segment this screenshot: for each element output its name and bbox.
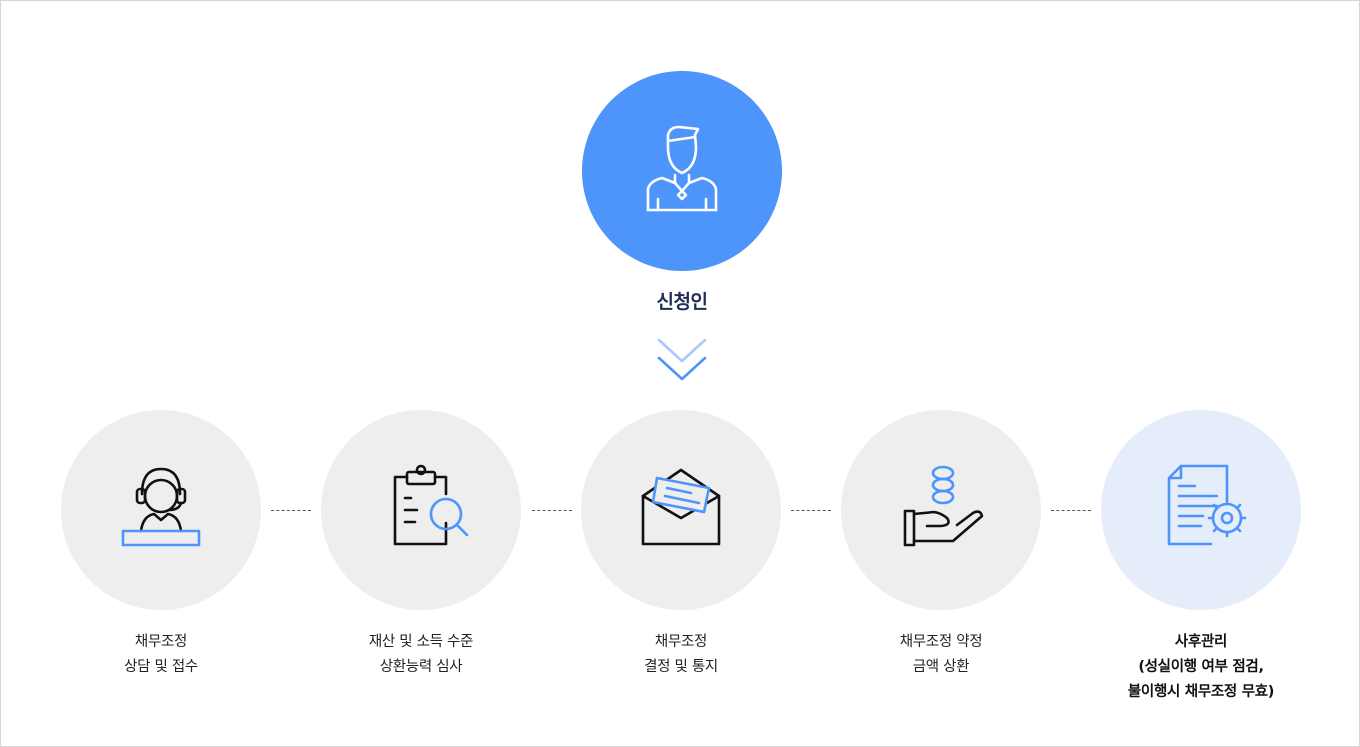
step-circle-decision — [581, 410, 781, 610]
headset-agent-icon — [121, 467, 201, 547]
clipboard-search-icon — [393, 464, 469, 546]
step-label-review: 재산 및 소득 수준 상환능력 심사 — [301, 630, 541, 680]
applicant-label: 신청인 — [656, 291, 708, 313]
double-chevron-down-icon — [657, 338, 707, 381]
hand-coins-icon — [903, 465, 984, 547]
step-label-line: 불이행시 채무조정 무효) — [1127, 684, 1275, 700]
connector-4 — [1051, 510, 1091, 511]
connector-3 — [791, 510, 831, 511]
envelope-letter-icon — [641, 468, 721, 546]
step-label-line: 사후관리 — [1174, 634, 1228, 650]
step-label-consultation: 채무조정 상담 및 접수 — [41, 630, 281, 680]
step-label-line: 상환능력 심사 — [379, 659, 463, 675]
step-label-line: 금액 상환 — [912, 659, 970, 675]
step-circle-consultation — [61, 410, 261, 610]
step-label-line: 결정 및 통지 — [644, 659, 718, 675]
step-label-line: 채무조정 — [134, 634, 188, 650]
step-label-aftercare: 사후관리 (성실이행 여부 점검, 불이행시 채무조정 무효) — [1081, 630, 1321, 705]
applicant-circle — [582, 71, 782, 271]
step-label-repayment: 채무조정 약정 금액 상환 — [821, 630, 1061, 680]
step-label-line: 채무조정 약정 — [899, 634, 983, 650]
step-circle-aftercare — [1101, 410, 1301, 610]
step-circle-review — [321, 410, 521, 610]
step-label-line: (성실이행 여부 점검, — [1138, 659, 1264, 675]
step-label-line: 채무조정 — [654, 634, 708, 650]
step-label-decision: 채무조정 결정 및 통지 — [561, 630, 801, 680]
connector-2 — [532, 510, 572, 511]
step-circle-repayment — [841, 410, 1041, 610]
connector-1 — [271, 510, 311, 511]
step-label-line: 상담 및 접수 — [124, 659, 198, 675]
document-gear-icon — [1167, 464, 1247, 546]
step-label-line: 재산 및 소득 수준 — [368, 634, 474, 650]
person-icon — [646, 125, 718, 212]
